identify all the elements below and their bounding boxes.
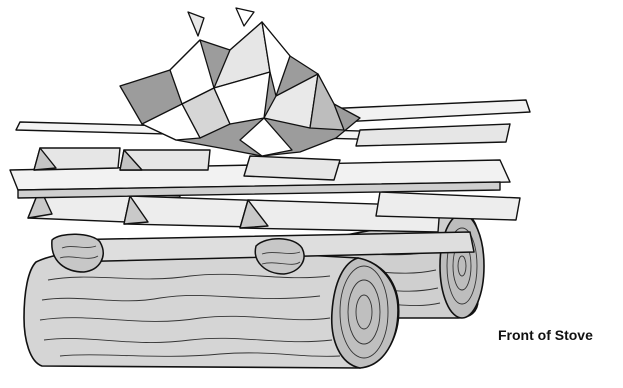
kindling-layer-lower: [27, 187, 521, 233]
split-logs-middle: [51, 231, 475, 275]
caption-front-of-stove: Front of Stove: [498, 327, 593, 343]
front-log: [23, 246, 400, 369]
kindling-layer-cross: [9, 99, 531, 199]
crumpled-paper: [119, 7, 361, 157]
